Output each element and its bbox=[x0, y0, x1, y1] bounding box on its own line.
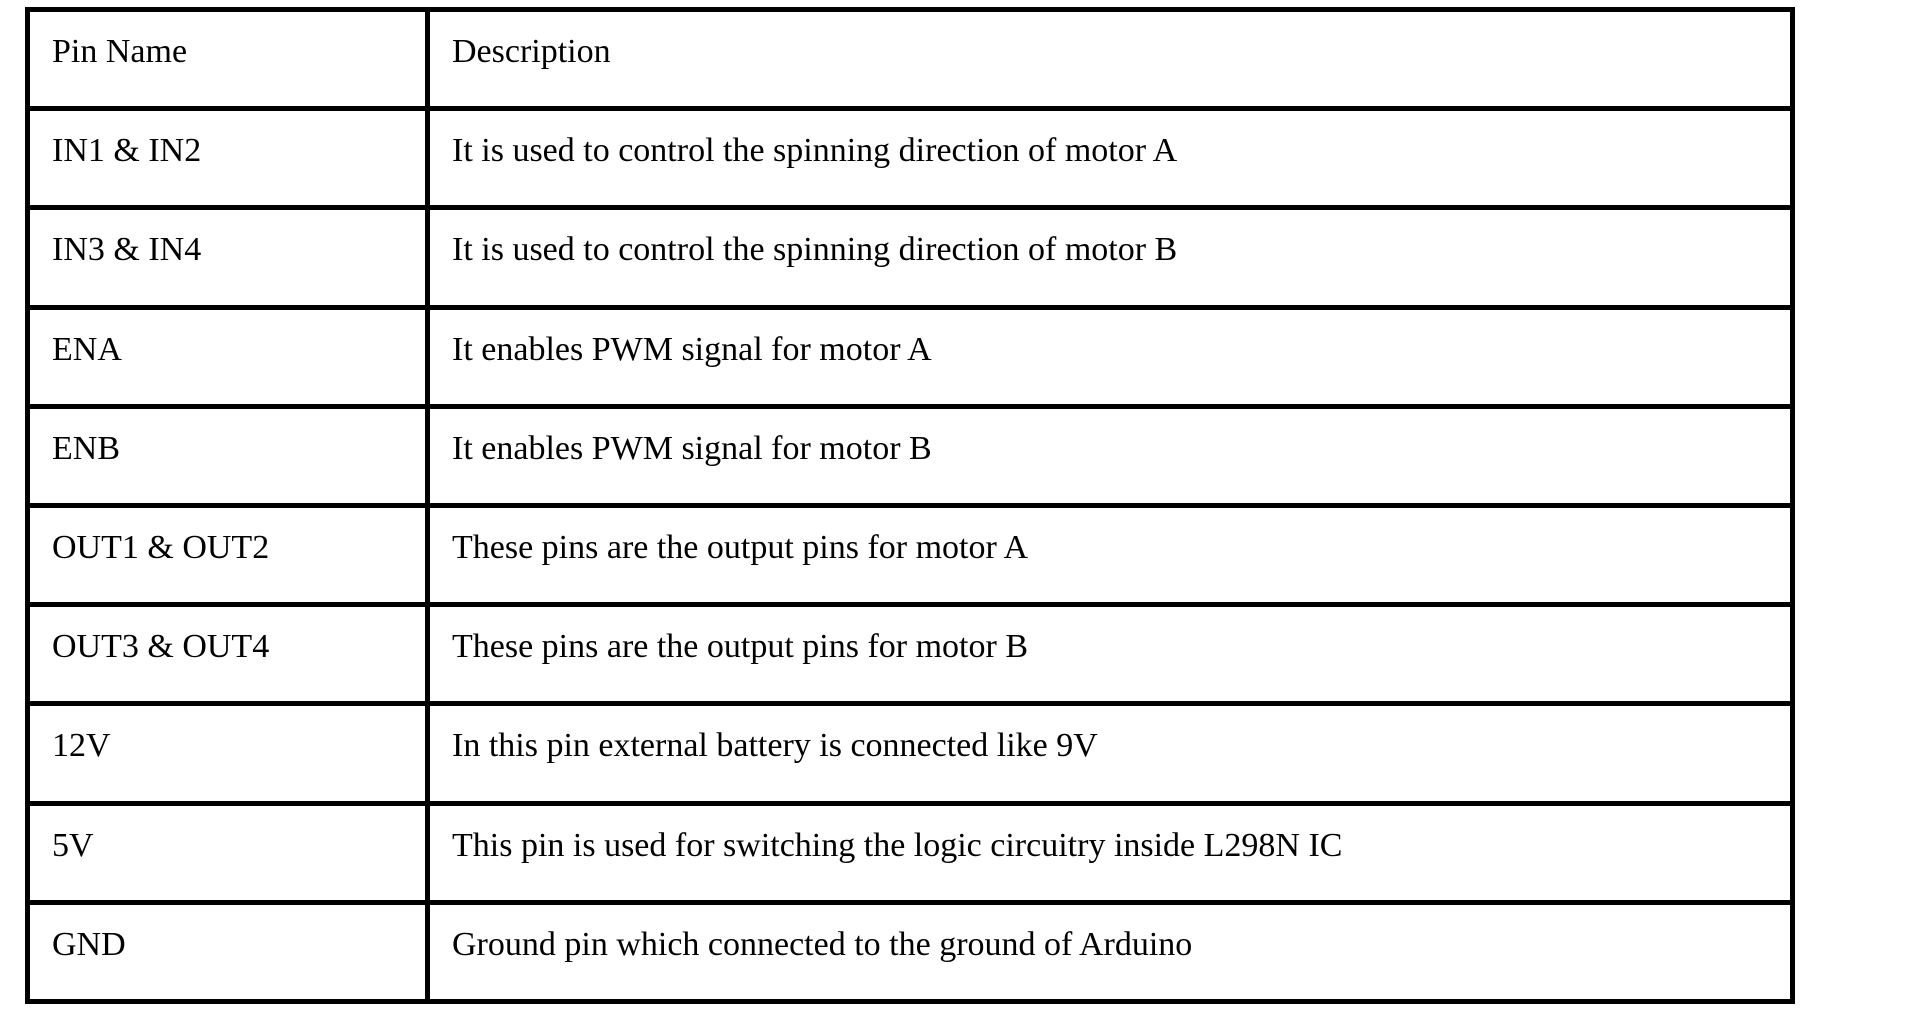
table-row: 12V In this pin external battery is conn… bbox=[25, 701, 1795, 806]
description-cell: Ground pin which connected to the ground… bbox=[425, 899, 1795, 1005]
pin-name-cell: IN3 & IN4 bbox=[25, 205, 430, 310]
description-cell: In this pin external battery is connecte… bbox=[425, 701, 1795, 806]
table-row: IN1 & IN2 It is used to control the spin… bbox=[25, 106, 1795, 211]
description-cell: This pin is used for switching the logic… bbox=[425, 800, 1795, 905]
description-cell: It is used to control the spinning direc… bbox=[425, 205, 1795, 310]
table-row: OUT3 & OUT4 These pins are the output pi… bbox=[25, 602, 1795, 707]
pin-name-cell: GND bbox=[25, 899, 430, 1005]
pin-name-cell: OUT3 & OUT4 bbox=[25, 602, 430, 707]
table-row: GND Ground pin which connected to the gr… bbox=[25, 899, 1795, 1005]
pin-name-cell: ENA bbox=[25, 304, 430, 409]
table-row: ENB It enables PWM signal for motor B bbox=[25, 403, 1795, 508]
description-cell: It is used to control the spinning direc… bbox=[425, 106, 1795, 211]
pin-description-table: Pin Name Description IN1 & IN2 It is use… bbox=[25, 6, 1795, 1005]
pin-name-cell: IN1 & IN2 bbox=[25, 106, 430, 211]
pin-name-cell: OUT1 & OUT2 bbox=[25, 502, 430, 608]
column-header-pin-name: Pin Name bbox=[25, 6, 430, 112]
column-header-description: Description bbox=[425, 6, 1795, 112]
pin-name-cell: ENB bbox=[25, 403, 430, 508]
pin-name-cell: 5V bbox=[25, 800, 430, 905]
table-header-row: Pin Name Description bbox=[25, 6, 1795, 112]
table-row: ENA It enables PWM signal for motor A bbox=[25, 304, 1795, 409]
table-row: IN3 & IN4 It is used to control the spin… bbox=[25, 205, 1795, 310]
description-cell: These pins are the output pins for motor… bbox=[425, 602, 1795, 707]
description-cell: It enables PWM signal for motor B bbox=[425, 403, 1795, 508]
table-row: 5V This pin is used for switching the lo… bbox=[25, 800, 1795, 905]
pin-name-cell: 12V bbox=[25, 701, 430, 806]
table-row: OUT1 & OUT2 These pins are the output pi… bbox=[25, 502, 1795, 608]
description-cell: These pins are the output pins for motor… bbox=[425, 502, 1795, 608]
description-cell: It enables PWM signal for motor A bbox=[425, 304, 1795, 409]
